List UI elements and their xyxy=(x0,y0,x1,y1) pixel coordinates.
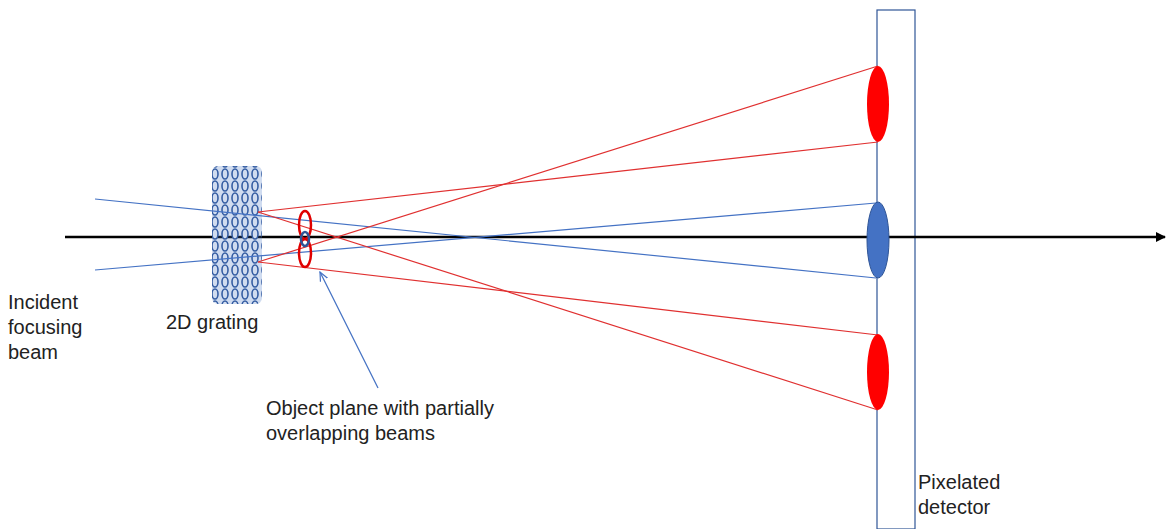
text-label: Pixelated detector xyxy=(918,470,1043,520)
beam-ray xyxy=(258,212,878,410)
text-label: Incident focusing beam xyxy=(8,290,118,365)
leader-arrow xyxy=(320,272,378,388)
beam-ray xyxy=(95,203,876,270)
beam-ray xyxy=(258,66,878,262)
text-label: Object plane with partially overlapping … xyxy=(266,396,536,446)
diffraction-spot xyxy=(867,202,889,278)
object-spot xyxy=(301,232,309,246)
beam-ray xyxy=(258,142,878,212)
diffraction-spot xyxy=(867,66,889,142)
diffraction-spot xyxy=(867,334,889,410)
beam-ray xyxy=(95,199,876,278)
beam-ray xyxy=(258,262,878,335)
grating xyxy=(212,166,262,304)
text-label: 2D grating xyxy=(166,310,306,335)
